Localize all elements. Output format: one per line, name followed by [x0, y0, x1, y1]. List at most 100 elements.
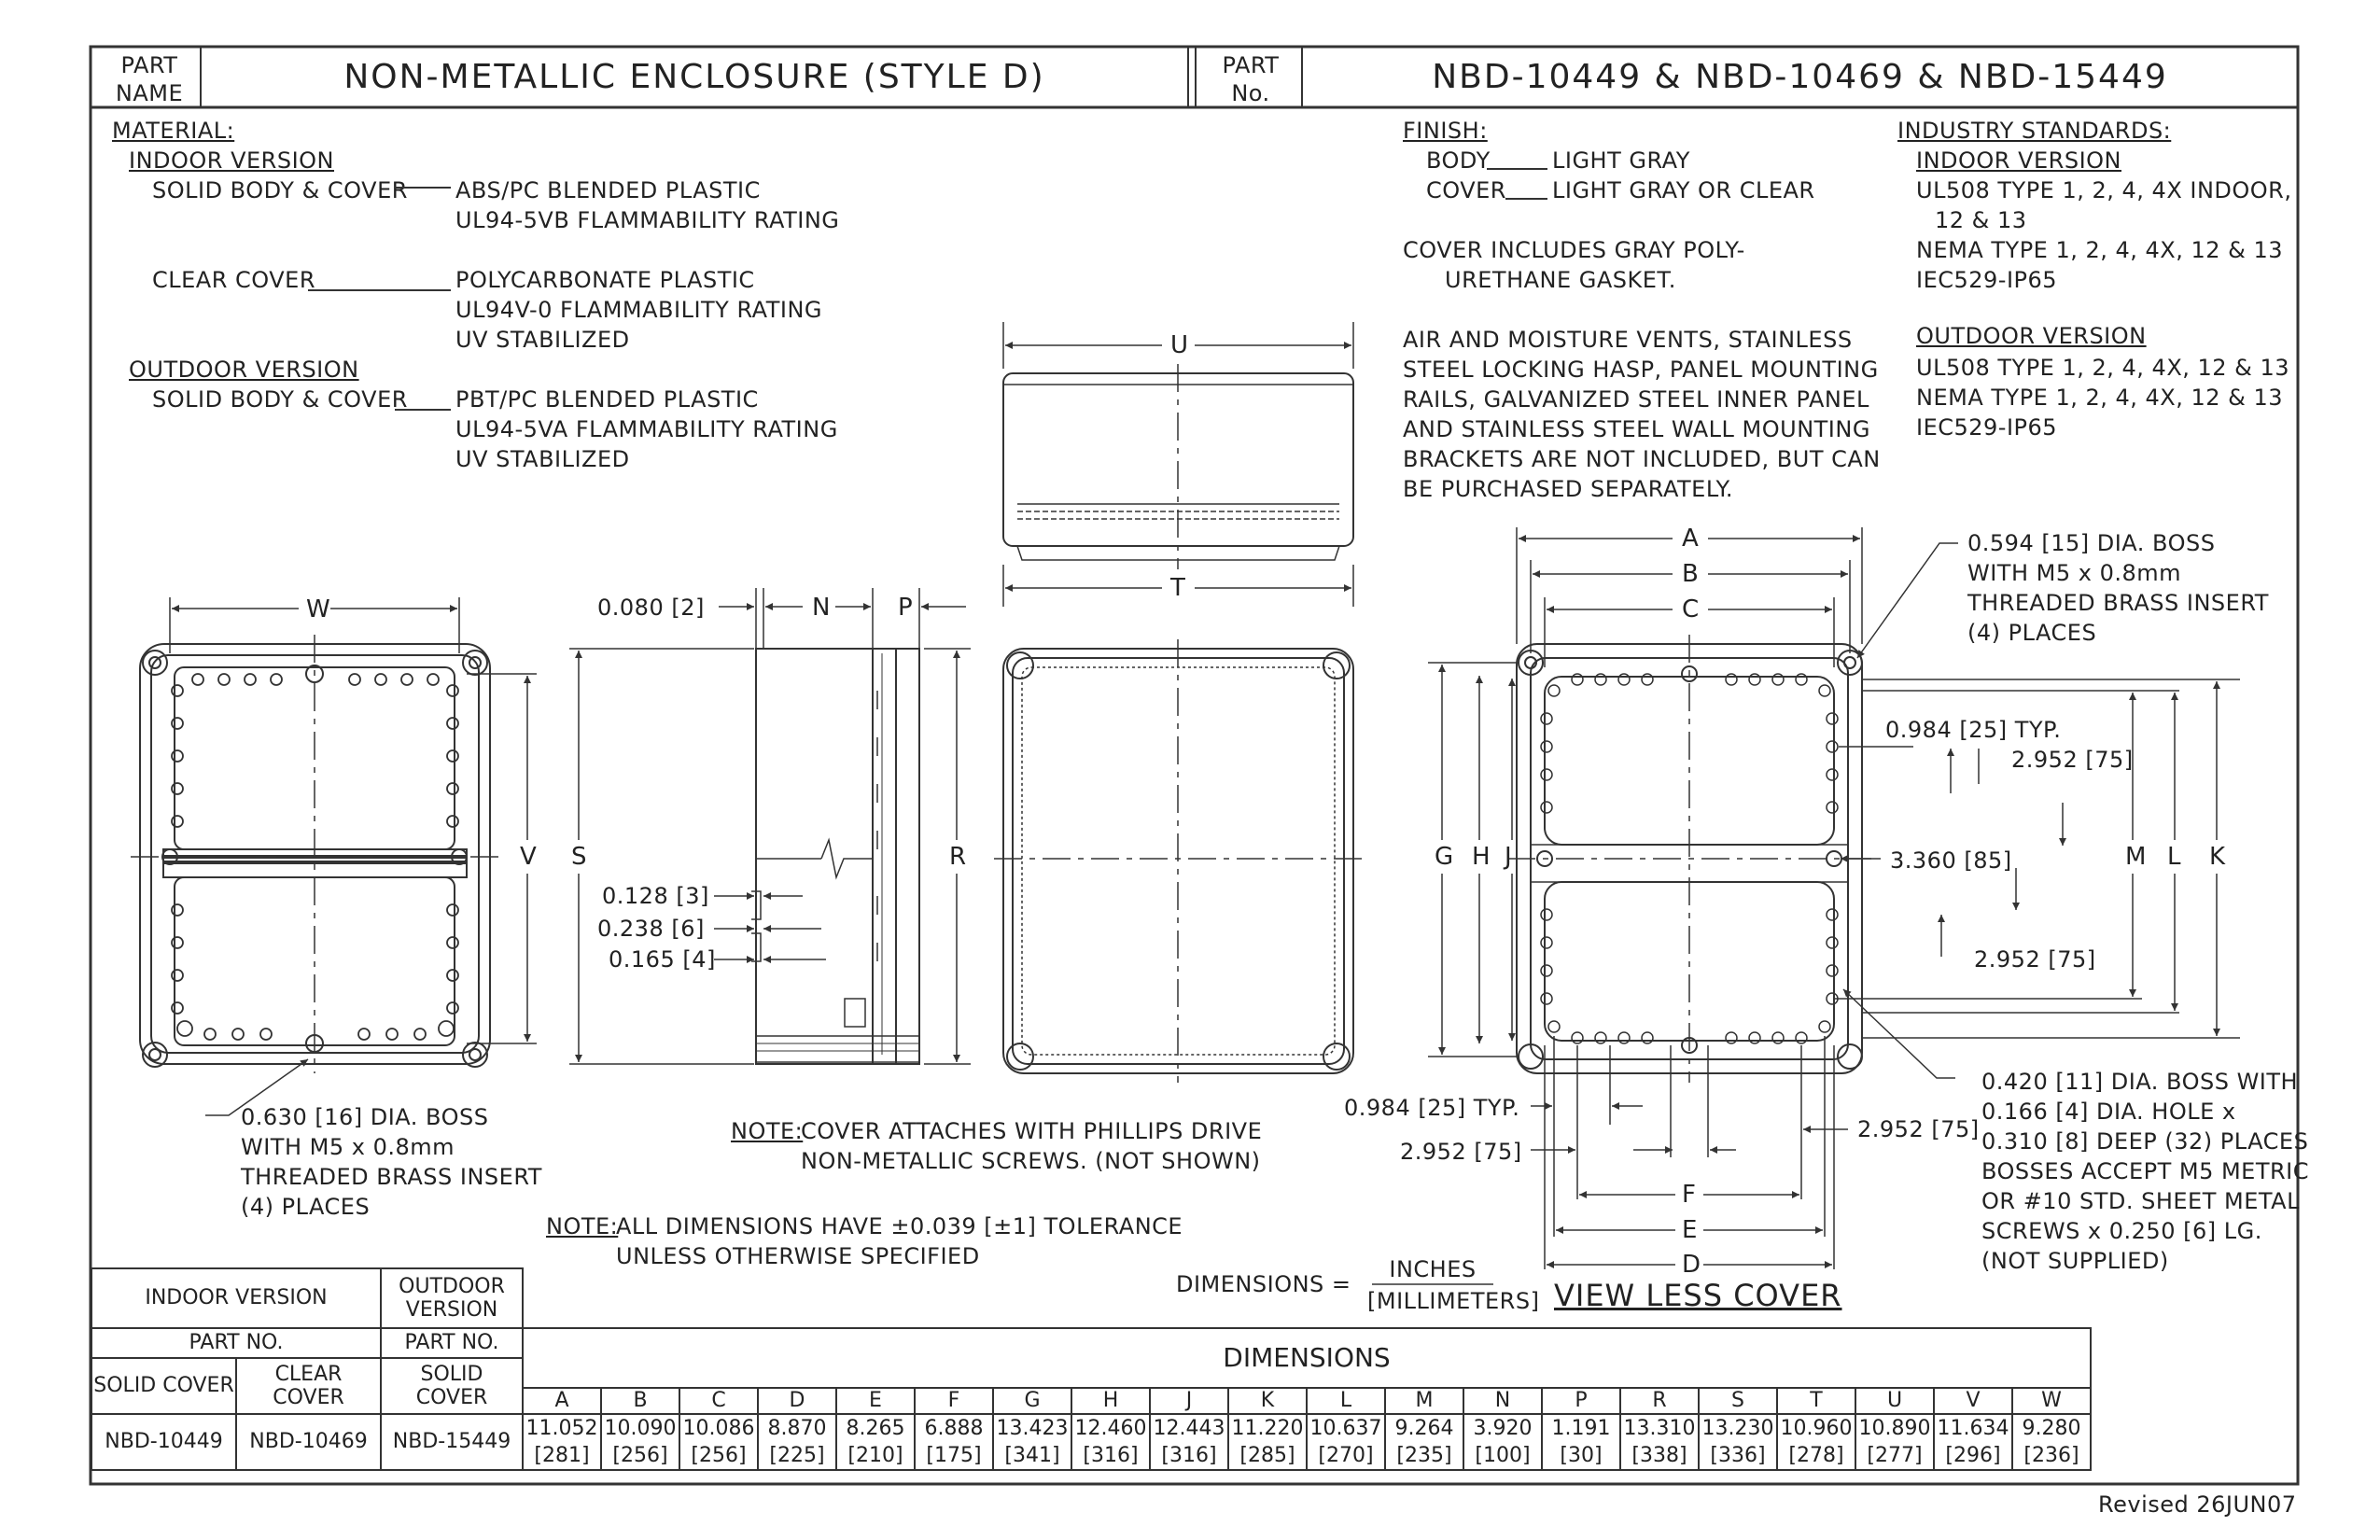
table-inch-e: 8.265 — [835, 1413, 916, 1442]
part-no-header-outdoor: PART NO. — [380, 1327, 524, 1359]
table-mm-n: [100] — [1463, 1442, 1543, 1471]
millimeters-row: [281][256][256][225][210][175][341][316]… — [91, 1442, 2092, 1471]
table-mm-p: [30] — [1541, 1442, 1621, 1471]
cover-note-line-1: COVER ATTACHES WITH PHILLIPS DRIVE — [801, 1118, 1263, 1144]
dim-letter-s: S — [571, 843, 588, 871]
outdoor-solid-line-2: UL94-5VA FLAMMABILITY RATING — [455, 416, 838, 442]
table-mm-u: [277] — [1855, 1442, 1935, 1471]
top-view — [1003, 322, 1353, 607]
dim-2952-bottom-right: 2.952 [75] — [1857, 1116, 1980, 1142]
boss-420-line-2: 0.166 [4] DIA. HOLE x — [1981, 1099, 2236, 1125]
indoor-version-heading: INDOOR VERSION — [129, 147, 335, 174]
tolerance-note-line-1: ALL DIMENSIONS HAVE ±0.039 [±1] TOLERANC… — [616, 1213, 1183, 1239]
table-col-header-j: J — [1149, 1387, 1229, 1414]
table-inch-s: 13.230 — [1698, 1413, 1778, 1442]
standards-indoor-line-4: IEC529-IP65 — [1916, 267, 2058, 293]
leader-line — [395, 187, 451, 189]
boss-594-line-3: THREADED BRASS INSERT — [1967, 590, 2269, 616]
standards-heading: INDUSTRY STANDARDS: — [1897, 118, 2172, 144]
boss-420-line-5: OR #10 STD. SHEET METAL — [1981, 1188, 2300, 1214]
boss-594-line-4: (4) PLACES — [1967, 620, 2097, 646]
table-mm-d: [225] — [757, 1442, 837, 1471]
solid-cover-header-indoor: SOLID COVER — [91, 1357, 237, 1415]
cover-view — [994, 639, 1363, 1083]
dim-080: 0.080 [2] — [597, 595, 705, 621]
dimensions-header: DIMENSIONS — [522, 1327, 2092, 1389]
accessory-line-2: STEEL LOCKING HASP, PANEL MOUNTING — [1403, 357, 1879, 383]
table-mm-r: [338] — [1619, 1442, 1700, 1471]
outdoor-solid-line-1: PBT/PC BLENDED PLASTIC — [455, 386, 759, 413]
dim-letter-l: L — [2167, 843, 2181, 871]
part-no-header-indoor: PART NO. — [91, 1327, 382, 1359]
solid-cover-header-outdoor: SOLID COVER — [380, 1357, 524, 1415]
part-solid-indoor: NBD-10449 — [91, 1413, 237, 1471]
cover-note-line-2: NON-METALLIC SCREWS. (NOT SHOWN) — [801, 1148, 1261, 1174]
dim-letter-r: R — [949, 843, 967, 871]
standards-outdoor-line-1: UL508 TYPE 1, 2, 4, 4X, 12 & 13 — [1916, 355, 2290, 381]
dim-letter-w: W — [306, 595, 331, 623]
dim-letter-u: U — [1170, 331, 1189, 359]
indoor-solid-line-2: UL94-5VB FLAMMABILITY RATING — [455, 207, 840, 233]
standards-indoor-heading: INDOOR VERSION — [1916, 147, 2122, 174]
table-mm-k: [285] — [1227, 1442, 1308, 1471]
part-name-label: PART NAME — [115, 52, 184, 106]
finish-cover-label: COVER — [1426, 177, 1506, 203]
table-col-header-g: G — [992, 1387, 1072, 1414]
table-col-header-s: S — [1698, 1387, 1778, 1414]
boss-630-line-3: THREADED BRASS INSERT — [241, 1164, 542, 1190]
table-inch-j: 12.443 — [1149, 1413, 1229, 1442]
gasket-line-1: COVER INCLUDES GRAY POLY- — [1403, 237, 1745, 263]
dim-letter-b: B — [1682, 560, 1700, 588]
table-col-header-p: P — [1541, 1387, 1621, 1414]
part-no-label: PART No. — [1222, 52, 1280, 106]
clear-line-2: UL94V-0 FLAMMABILITY RATING — [455, 297, 823, 323]
indoor-solid-line-1: ABS/PC BLENDED PLASTIC — [455, 177, 761, 203]
boss-594-line-2: WITH M5 x 0.8mm — [1967, 560, 2182, 586]
note-label-cover: NOTE: — [731, 1118, 804, 1144]
standards-indoor-line-3: NEMA TYPE 1, 2, 4, 4X, 12 & 13 — [1916, 237, 2284, 263]
dim-letter-a: A — [1682, 525, 1700, 553]
clear-cover-header-indoor: CLEAR COVER — [235, 1357, 382, 1415]
table-col-header-l: L — [1306, 1387, 1386, 1414]
table-mm-j: [316] — [1149, 1442, 1229, 1471]
standards-outdoor-heading: OUTDOOR VERSION — [1916, 323, 2147, 349]
standards-indoor-line-1: UL508 TYPE 1, 2, 4, 4X INDOOR, — [1916, 177, 2292, 203]
outdoor-version-heading: OUTDOOR VERSION — [129, 357, 359, 383]
table-col-header-e: E — [835, 1387, 916, 1414]
table-inch-a: 11.052 — [522, 1413, 602, 1442]
dim-letter-p: P — [898, 594, 914, 622]
clear-cover-label: CLEAR COVER — [152, 267, 315, 293]
dim-letter-f: F — [1682, 1181, 1697, 1209]
dim-165: 0.165 [4] — [609, 946, 716, 973]
table-col-header-t: T — [1776, 1387, 1856, 1414]
leader-line — [1487, 168, 1547, 170]
table-mm-g: [341] — [992, 1442, 1072, 1471]
dim-2952-upper: 2.952 [75] — [2011, 747, 2134, 773]
sheet-border — [91, 47, 2298, 1484]
part-name: NON-METALLIC ENCLOSURE (STYLE D) — [343, 58, 1045, 96]
outdoor-solid-label: SOLID BODY & COVER — [152, 386, 408, 413]
table-mm-l: [270] — [1306, 1442, 1386, 1471]
table-inch-h: 12.460 — [1071, 1413, 1151, 1442]
side-view — [569, 588, 971, 1064]
material-heading: MATERIAL: — [112, 118, 235, 144]
accessory-line-3: RAILS, GALVANIZED STEEL INNER PANEL — [1403, 386, 1869, 413]
table-inch-k: 11.220 — [1227, 1413, 1308, 1442]
boss-420-line-4: BOSSES ACCEPT M5 METRIC — [1981, 1158, 2310, 1184]
table-inch-g: 13.423 — [992, 1413, 1072, 1442]
indoor-version-header: INDOOR VERSION — [91, 1267, 382, 1329]
tolerance-note-line-2: UNLESS OTHERWISE SPECIFIED — [616, 1243, 980, 1269]
outdoor-solid-line-3: UV STABILIZED — [455, 446, 630, 472]
view-less-cover — [1372, 527, 2240, 1284]
table-col-header-a: A — [522, 1387, 602, 1414]
finish-cover-value: LIGHT GRAY OR CLEAR — [1552, 177, 1815, 203]
clear-line-3: UV STABILIZED — [455, 327, 630, 353]
dim-letter-h: H — [1472, 843, 1491, 871]
table-inch-m: 9.264 — [1384, 1413, 1464, 1442]
part-clear-indoor: NBD-10469 — [235, 1413, 382, 1471]
table-col-header-v: V — [1933, 1387, 2013, 1414]
dimension-table: INDOOR VERSION OUTDOOR VERSION PART NO. … — [91, 1267, 2092, 1471]
table-mm-b: [256] — [600, 1442, 680, 1471]
dim-letter-g: G — [1435, 843, 1454, 871]
dim-238: 0.238 [6] — [597, 916, 705, 942]
